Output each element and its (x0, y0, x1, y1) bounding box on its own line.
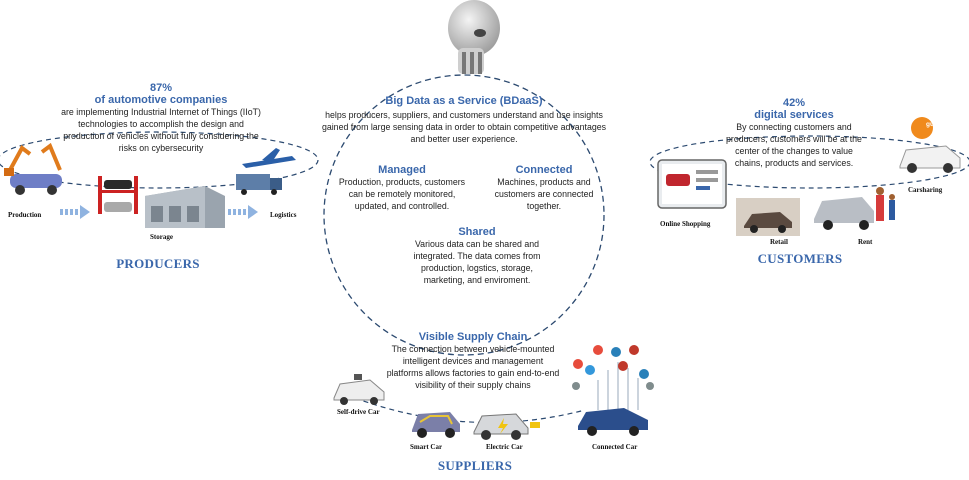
robot-head-icon (448, 0, 500, 74)
shared-text: Various data can be shared and integrate… (413, 239, 541, 285)
customers-stat: 42% (782, 97, 806, 109)
logistics-plane-truck-icon (236, 148, 296, 195)
flow-arrow-icon (228, 205, 258, 219)
retail-car-icon (736, 198, 800, 236)
producers-caption: PRODUCERS (116, 256, 200, 271)
producers-text: are implementing Industrial Internet of … (61, 107, 261, 153)
suppliers-dashed-arc (354, 397, 586, 424)
connected-car-network-icon (572, 345, 654, 436)
electric-car-icon (473, 413, 540, 440)
retail-label: Retail (770, 238, 788, 246)
online-shopping-label: Online Shopping (660, 220, 711, 228)
guido-logo: guido (926, 121, 944, 128)
carsharing-label: Carsharing (908, 186, 943, 194)
customers-caption: CUSTOMERS (757, 251, 843, 266)
producers-stat-label: of automotive companies (94, 94, 228, 106)
self-drive-car-icon (333, 374, 385, 405)
connected-text: Machines, products and customers are con… (494, 177, 594, 211)
suppliers-caption: SUPPLIERS (437, 458, 513, 473)
self-drive-car-label: Self-drive Car (337, 408, 380, 416)
managed-text: Production, products, customers can be r… (338, 177, 466, 211)
storage-label: Storage (150, 233, 173, 241)
electric-car-label: Electric Car (486, 443, 523, 451)
bdaas-title: Big Data as a Service (BDaaS) (385, 95, 543, 107)
tablet-shopping-icon (657, 159, 727, 209)
producers-dashed-arc (0, 131, 319, 189)
customers-stat-label: digital services (754, 109, 834, 121)
rent-family-car-icon (814, 187, 895, 230)
suppliers-text: The connection between vehicle-mounted i… (386, 344, 560, 390)
producers-stat: 87% (149, 82, 173, 94)
flow-arrow-icon (60, 205, 90, 219)
logistics-label: Logistics (270, 211, 297, 219)
smart-car-icon (412, 412, 460, 438)
parking-lift-icon (98, 176, 138, 214)
connected-title: Connected (515, 164, 573, 176)
bdaas-text: helps producers, suppliers, and customer… (321, 110, 607, 144)
smart-car-label: Smart Car (410, 443, 443, 451)
rent-label: Rent (858, 238, 873, 246)
production-robot-arms-icon (4, 142, 62, 195)
customers-text: By connecting customers and producers, c… (726, 122, 862, 168)
managed-title: Managed (378, 164, 426, 176)
connected-car-label: Connected Car (592, 443, 638, 451)
suppliers-title: Visible Supply Chain (418, 331, 528, 343)
customers-dashed-arc (649, 135, 969, 189)
production-label: Production (8, 211, 42, 219)
warehouse-icon (145, 186, 225, 228)
shared-title: Shared (458, 226, 496, 238)
bdaas-dashed-circle (323, 74, 605, 356)
carsharing-car-icon (899, 117, 961, 173)
